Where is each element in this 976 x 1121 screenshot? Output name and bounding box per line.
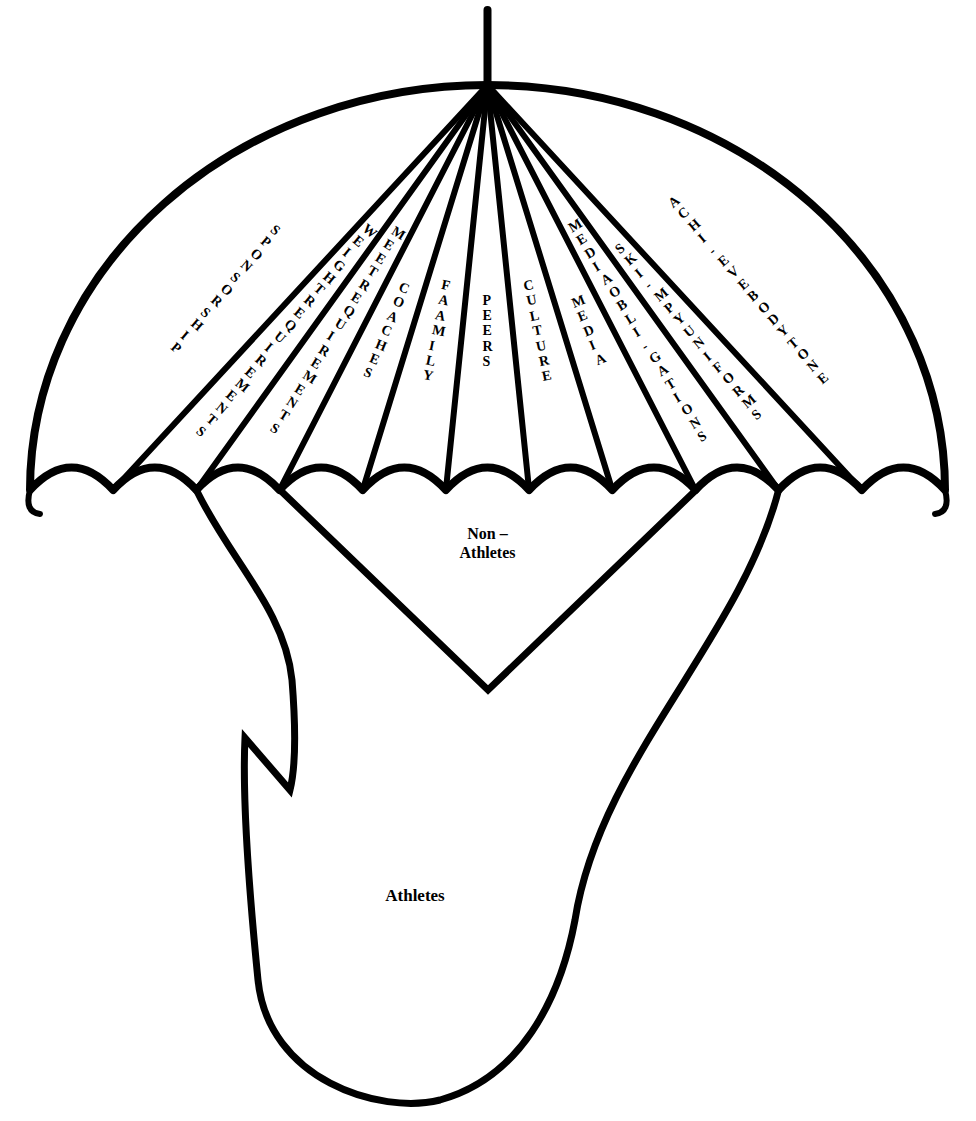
canopy-outline bbox=[30, 85, 945, 490]
node-outline bbox=[280, 490, 696, 692]
rib bbox=[113, 85, 487, 490]
rib bbox=[280, 85, 488, 490]
node-outline bbox=[190, 486, 800, 1116]
rib bbox=[363, 85, 488, 490]
panel-label: PEERS bbox=[483, 293, 497, 370]
panel-label-holder: PEERS bbox=[483, 293, 497, 370]
athletes-handle: Athletes bbox=[190, 486, 800, 1116]
outline-path bbox=[280, 490, 696, 690]
canopy-hook bbox=[28, 490, 40, 514]
node-label: Athletes bbox=[385, 886, 444, 906]
canopy-ribs bbox=[113, 85, 862, 490]
canopy-hook bbox=[935, 490, 947, 514]
node-label: Non – Athletes bbox=[448, 524, 528, 562]
non-athletes-region: Non – Athletes bbox=[280, 490, 696, 692]
rib bbox=[488, 85, 779, 490]
outline-path bbox=[196, 490, 778, 1103]
rib bbox=[196, 85, 487, 490]
umbrella-tip bbox=[484, 10, 492, 85]
rib bbox=[488, 85, 862, 490]
